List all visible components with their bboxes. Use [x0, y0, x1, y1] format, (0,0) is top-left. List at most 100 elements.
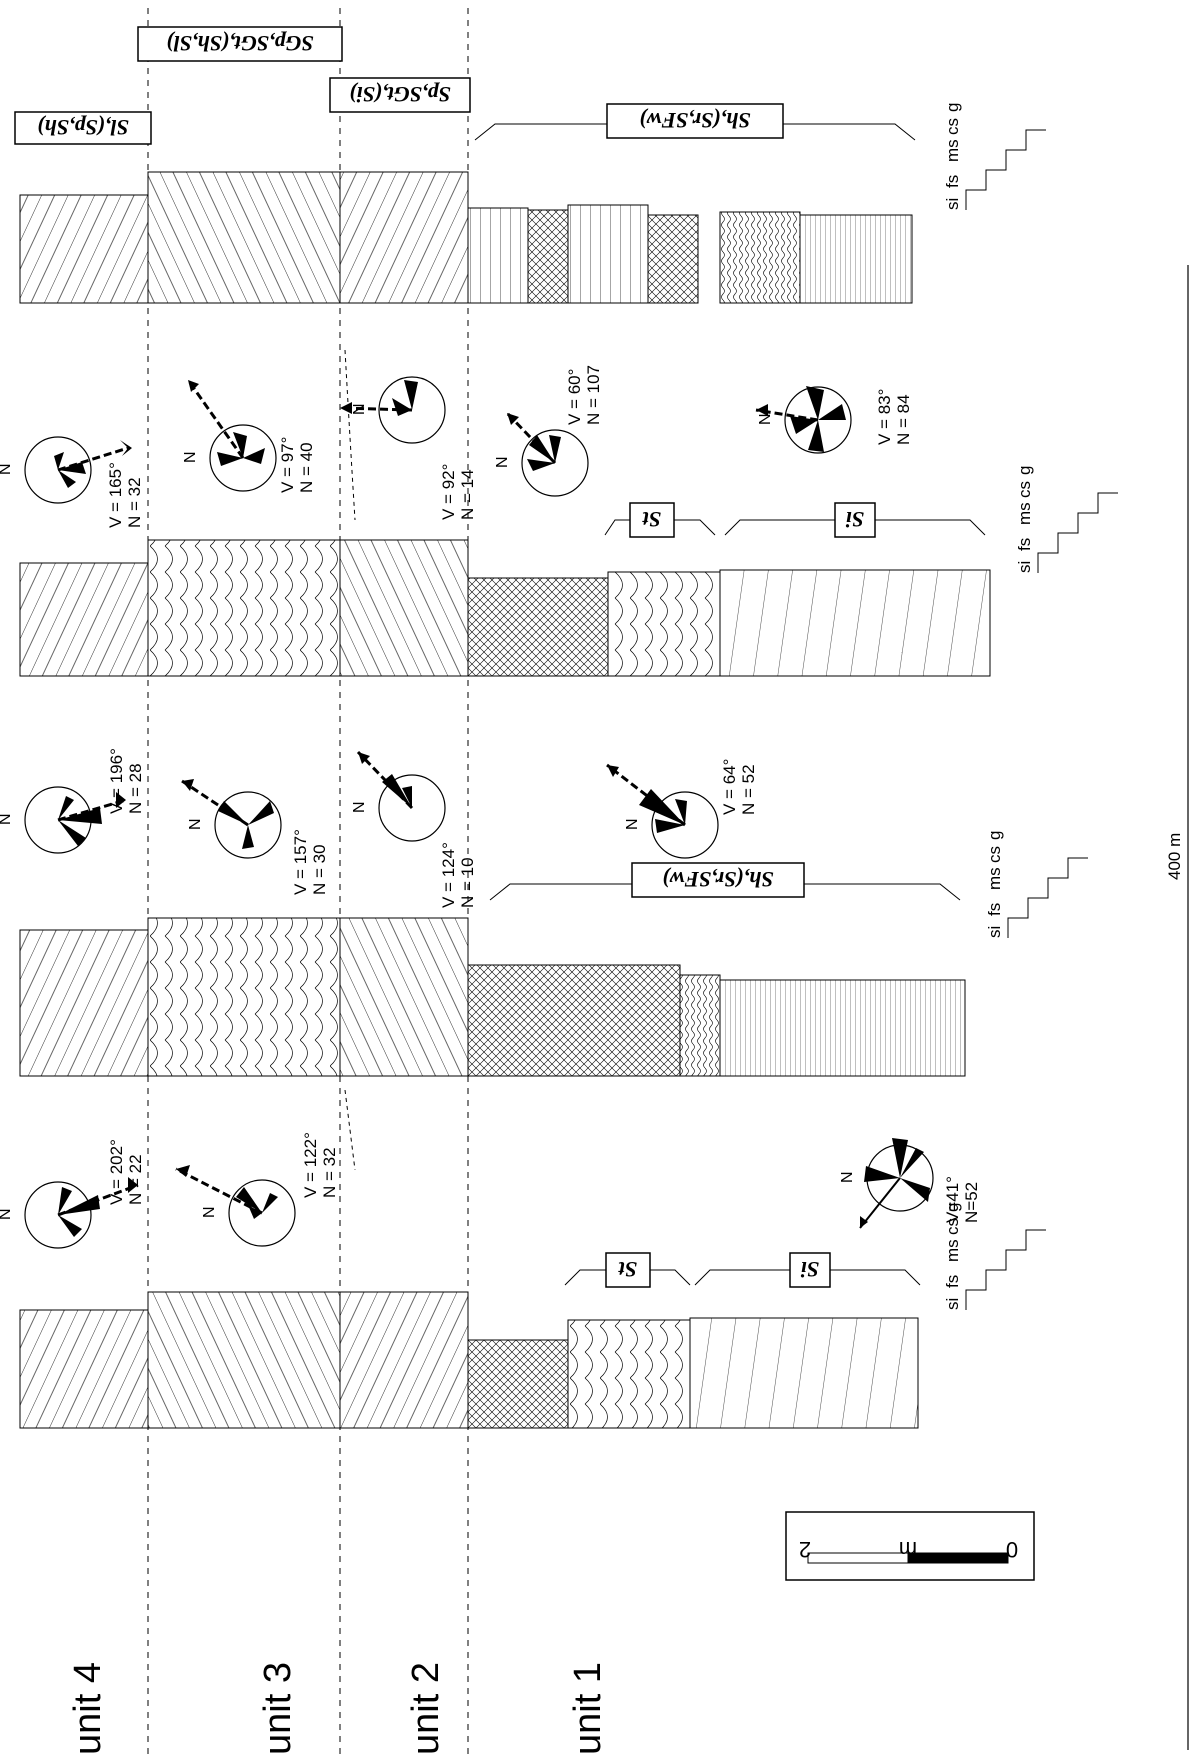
- rose-v-label: V = 122°: [301, 1132, 320, 1198]
- sedimentary-log-1: [20, 172, 912, 303]
- grain-label: cs: [985, 846, 1004, 863]
- facies-label-box: Si: [790, 1253, 830, 1287]
- rose-n-label: N = 40: [297, 442, 316, 493]
- grain-label: fs: [943, 175, 962, 188]
- scale-label-2: 2: [799, 1537, 811, 1562]
- scale-bar: 2 m 0: [786, 1512, 1034, 1580]
- rose-diagram: N V = 202° N = 22: [0, 1139, 145, 1248]
- rose-n-label: N = 30: [310, 844, 329, 895]
- rose-n-label: N = 107: [584, 365, 603, 425]
- north-label: N: [0, 463, 14, 475]
- log4-unit2-beds: [340, 1292, 468, 1428]
- log1-unit1-lam: [468, 208, 528, 303]
- grain-label: cs: [943, 118, 962, 135]
- rose-diagram: N V=41° N=52: [839, 1138, 981, 1228]
- north-label: N: [201, 1206, 218, 1218]
- boundary-curve-lower: [345, 1090, 355, 1170]
- rose-n-label: N = 52: [739, 764, 758, 815]
- facies-label-box: Sl,(Sp,Sh): [15, 112, 151, 144]
- facies-label: Sh,(Sr,SFw): [662, 867, 773, 892]
- rose-n-label: N = 28: [126, 763, 145, 814]
- grain-label: si: [943, 1298, 962, 1310]
- log2-unit2-beds: [340, 540, 468, 676]
- log4-unit1-mesh: [468, 1340, 568, 1428]
- log2-unit1-mesh: [468, 578, 608, 676]
- unit-label: unit 3: [257, 1662, 299, 1755]
- facies-label-box: Sp,SGt,(Si): [330, 78, 470, 112]
- sedimentary-log-3: [20, 918, 965, 1076]
- rose-diagram: N V = 92° N = 14: [340, 377, 477, 520]
- log2-unit1-steep: [720, 570, 990, 676]
- rose-diagram: N V = 97° N = 40: [182, 380, 316, 493]
- rose-v-label: V = 97°: [278, 437, 297, 493]
- log1-unit1-lam2: [568, 205, 648, 303]
- scale-label-0: 0: [1006, 1537, 1018, 1562]
- facies-label: SGp,SGt,(Sh,Sl): [166, 31, 313, 56]
- facies-label-box: SGp,SGt,(Sh,Sl): [138, 27, 342, 61]
- north-label: N: [187, 818, 204, 830]
- grain-label: si: [985, 926, 1004, 938]
- distance-label: 400 m: [1165, 833, 1184, 880]
- log1-unit1-mesh2: [648, 215, 698, 303]
- rose-diagram: N V = 165° N = 32: [0, 437, 144, 528]
- grain-label: ms: [1015, 502, 1034, 525]
- grain-label: si: [1015, 561, 1034, 573]
- unit-label: unit 4: [67, 1662, 109, 1755]
- log3-unit1-mesh: [468, 965, 680, 1076]
- unit-label: unit 1: [567, 1662, 609, 1755]
- north-label: N: [757, 413, 774, 425]
- log1-unit1-mesh: [528, 210, 568, 303]
- unit-label: unit 2: [405, 1662, 447, 1755]
- rose-n-label: N = 32: [320, 1147, 339, 1198]
- log2-unit4-beds: [20, 563, 148, 676]
- facies-label: St: [642, 507, 661, 532]
- north-label: N: [0, 1208, 14, 1220]
- log1-unit4-beds: [20, 195, 148, 303]
- log4-unit1-steep: [690, 1318, 918, 1428]
- north-label: N: [624, 818, 641, 830]
- facies-label: Si: [845, 507, 864, 532]
- rose-diagram: N V = 64° N = 52: [607, 759, 758, 858]
- boundary-curve-upper: [345, 350, 355, 520]
- north-label: N: [839, 1171, 856, 1183]
- rose-v-label: V = 202°: [107, 1139, 126, 1205]
- facies-label: Si: [800, 1257, 819, 1282]
- rose-v-label: V = 124°: [439, 842, 458, 908]
- rose-diagram: N V = 124° N = 10: [351, 752, 477, 908]
- rose-v-label: V = 83°: [875, 389, 894, 445]
- rose-v-label: V = 64°: [720, 759, 739, 815]
- rose-diagram: N V = 83° N = 84: [756, 386, 913, 453]
- sedimentary-log-2: [20, 540, 990, 676]
- log3-unit4-beds: [20, 930, 148, 1076]
- facies-label-box: Si: [835, 503, 875, 537]
- rose-n-label: N=52: [962, 1182, 981, 1223]
- log2-unit1-trough: [608, 572, 720, 676]
- rose-n-label: N = 84: [894, 394, 913, 445]
- rose-n-label: N = 10: [458, 857, 477, 908]
- rose-v-label: V = 165°: [106, 462, 125, 528]
- rose-n-label: N = 22: [126, 1154, 145, 1205]
- grain-size-scale-1: si fs ms cs g: [943, 103, 1046, 210]
- grain-label: fs: [985, 903, 1004, 916]
- rose-v-label: V = 92°: [439, 464, 458, 520]
- log1-unit1-lam3: [800, 215, 912, 303]
- rose-v-label: V = 60°: [565, 369, 584, 425]
- log3-unit1-lam: [720, 980, 965, 1076]
- north-label: N: [351, 403, 368, 415]
- rose-v-label: V = 196°: [107, 748, 126, 814]
- log4-unit1-trough: [568, 1320, 690, 1428]
- sedimentary-log-4: [20, 1292, 918, 1428]
- facies-label: Sl,(Sp,Sh): [37, 115, 129, 140]
- log2-unit3-beds: [148, 540, 340, 676]
- grain-label: g: [985, 831, 1004, 840]
- facies-label: Sp,SGt,(Si): [349, 82, 450, 107]
- grain-label: fs: [943, 1275, 962, 1288]
- rose-v-label: V=41°: [943, 1176, 962, 1223]
- grain-label: ms: [943, 139, 962, 162]
- log4-unit4-beds: [20, 1310, 148, 1428]
- grain-label: g: [943, 103, 962, 112]
- north-label: N: [182, 451, 199, 463]
- rose-n-label: N = 14: [458, 469, 477, 520]
- rose-diagram: N V = 122° N = 32: [176, 1132, 339, 1246]
